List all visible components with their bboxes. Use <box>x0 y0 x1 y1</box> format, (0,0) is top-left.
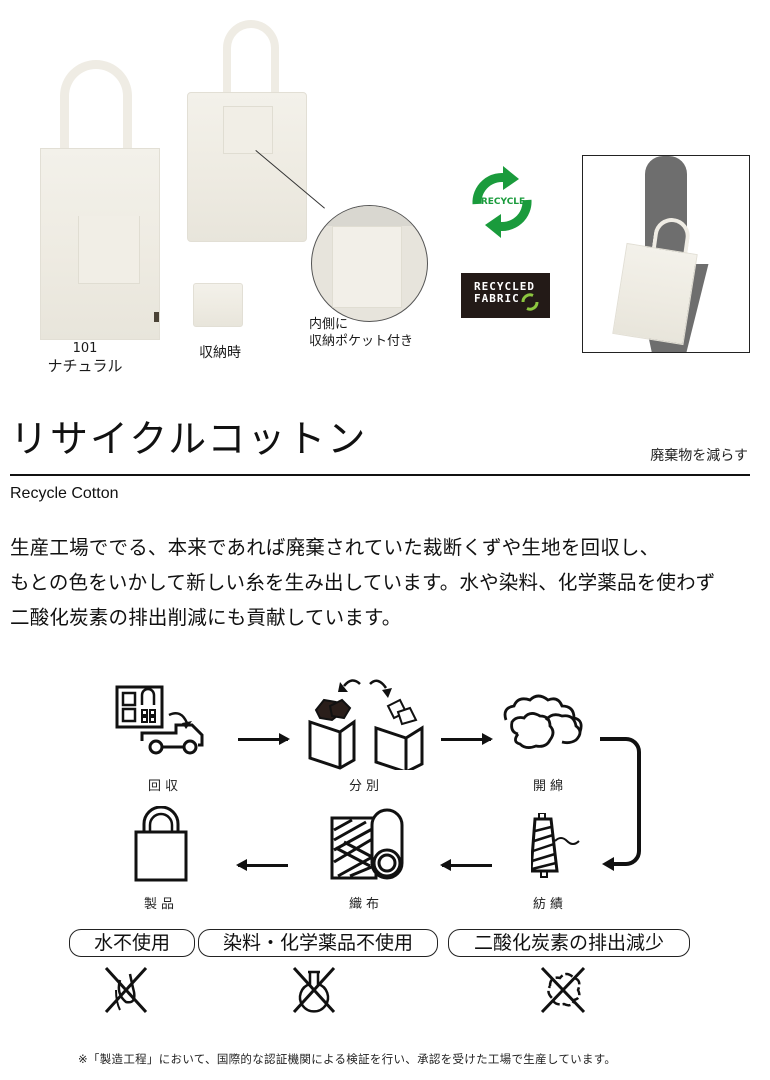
tagline: 廃棄物を減らす <box>650 448 748 464</box>
benefit-pill-no-chemicals: 染料・化学薬品不使用 <box>198 929 438 957</box>
recycled-fabric-badge: RECYCLED FABRIC <box>461 273 550 318</box>
heading-divider <box>10 474 750 476</box>
recycle-logo: RECYCLE <box>467 162 537 242</box>
fabric-roll-icon <box>330 808 404 880</box>
truck-collection-icon <box>115 685 204 755</box>
color-name: ナチュラル <box>47 357 123 375</box>
step-sorting <box>302 670 430 774</box>
lifestyle-photo <box>582 155 750 353</box>
pocket-detail-zoom <box>311 205 428 322</box>
step-opening <box>500 694 592 756</box>
pocket-closeup <box>332 226 402 308</box>
inner-pocket <box>223 106 273 154</box>
flow-arrow-left <box>236 859 288 871</box>
no-co2-icon <box>540 966 586 1014</box>
step-collection <box>114 683 224 763</box>
description-line: もとの色をいかして新しい糸を生み出しています。水や染料、化学薬品を使わず <box>10 571 716 594</box>
product-photo-open-bag <box>183 20 313 242</box>
flow-arrow-left <box>440 859 492 871</box>
step-label: 織布 <box>348 897 383 912</box>
tote-bag-icon <box>134 805 188 882</box>
recycle-ring-icon <box>521 293 539 311</box>
benefit-pill-no-water: 水不使用 <box>69 929 195 957</box>
flow-arrow-right <box>441 733 493 745</box>
bag-handle <box>223 20 279 100</box>
step-spinning <box>529 812 591 879</box>
no-chemicals-icon <box>292 966 336 1014</box>
description-line: 二酸化炭素の排出削減にも貢献しています。 <box>10 606 402 629</box>
bag-handle <box>60 60 132 156</box>
step-label: 紡績 <box>532 897 567 912</box>
footnote: ※「製造工程」において、国際的な認証機関による検証を行い、承認を受けた工場で生産… <box>78 1052 617 1066</box>
description: 生産工場ででる、本来であれば廃棄されていた裁断くずや生地を回収し、 もとの色をい… <box>10 530 770 635</box>
bag-label-tag <box>154 312 159 322</box>
bag-pocket <box>78 216 140 284</box>
product-photo-main-bag <box>38 60 162 340</box>
product-photo-folded <box>193 283 243 327</box>
benefit-pill-co2-reduction: 二酸化炭素の排出減少 <box>448 929 690 957</box>
page-title: リサイクルコットン <box>10 417 368 461</box>
step-label: 製品 <box>143 897 178 912</box>
thread-spool-icon <box>529 812 580 878</box>
step-product <box>134 805 188 882</box>
step-label: 回収 <box>147 779 182 794</box>
step-weaving <box>330 806 408 882</box>
tote-in-use <box>612 242 698 346</box>
flow-arrow-return <box>600 735 645 871</box>
no-water-icon <box>104 966 148 1014</box>
color-code: 101 <box>72 341 98 356</box>
recycle-arrows-icon <box>472 166 532 238</box>
step-label: 分別 <box>348 779 383 794</box>
flow-arrow-right <box>238 733 290 745</box>
recycle-logo-text: RECYCLE <box>480 197 526 207</box>
folded-caption: 収納時 <box>199 345 241 361</box>
description-line: 生産工場ででる、本来であれば廃棄されていた裁断くずや生地を回収し、 <box>10 536 660 559</box>
pocket-caption: 内側に 収納ポケット付き <box>309 317 414 349</box>
step-label: 開綿 <box>532 779 567 794</box>
english-title: Recycle Cotton <box>10 485 119 502</box>
cotton-cloud-icon <box>503 694 583 749</box>
sorting-boxes-icon <box>308 679 424 774</box>
